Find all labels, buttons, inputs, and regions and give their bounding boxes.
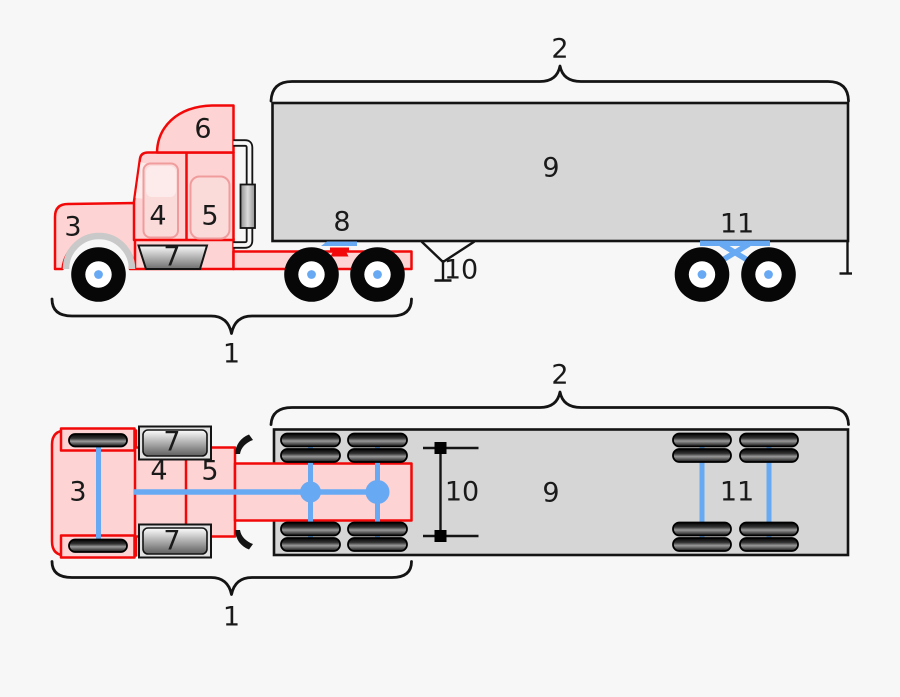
drive-wheel-2 [350,247,405,302]
differential-2 [365,480,390,504]
front-wheel-top-right [68,538,128,553]
fifth-wheel [321,241,357,257]
label-roof-fairing: 6 [194,114,211,145]
label-cab-top: 4 [150,456,167,487]
underride-guard [839,241,852,275]
label-landing-gear: 10 [444,255,478,286]
label-cab: 4 [149,201,166,232]
trailer-length-brace [269,64,850,103]
roof-fairing [155,104,235,154]
label-fifth-wheel: 8 [333,207,350,238]
label-tractor-unit-top: 1 [223,602,240,633]
sleeper-window [189,175,231,240]
label-fuel-tank: 7 [163,242,180,273]
trailer-wheel-2 [741,247,796,302]
top-view: 2 9 10 11 3 [50,360,850,633]
fuel-tank-top-left [138,425,212,461]
label-fuel-tank-top-right: 7 [163,526,180,557]
label-tractor-unit: 1 [223,339,240,370]
fuel-tank-side [137,244,209,270]
label-trailer-axles-top: 11 [720,477,754,508]
exhaust-pipe-top-left [235,434,253,454]
label-trailer-unit: 2 [551,34,568,65]
landing-gear [420,240,476,282]
differential-1 [300,481,321,503]
label-sleeper-top: 5 [201,456,218,487]
label-hood: 3 [64,212,81,243]
trailer-body [271,101,850,243]
axle-track-dimension [423,442,479,542]
drive-wheel-1 [284,247,339,302]
label-trailer-body: 9 [542,153,559,184]
front-wheel-top-left [68,433,128,448]
label-sleeper: 5 [201,201,218,232]
drive-wheels-top [280,432,408,552]
door-window-glare [146,166,176,197]
side-view: 2 9 8 11 10 [50,34,852,370]
trailer-suspension [700,240,770,264]
tractor-length-brace-top [50,560,413,596]
label-fuel-tank-top-left: 7 [163,427,180,458]
label-landing-gear-top: 10 [445,477,479,508]
label-hood-top: 3 [69,477,86,508]
label-trailer-unit-top: 2 [551,360,568,391]
exhaust-pipe-top-right [235,530,253,550]
exhaust-stack [233,139,256,249]
muffler [239,183,256,229]
trailer-tandem-top [672,432,799,552]
fender-trim [62,232,136,270]
trailer-wheel-1 [674,247,730,302]
tractor-length-brace [50,297,413,335]
label-trailer-body-top: 9 [542,478,559,509]
trailer-length-brace-top [269,390,850,426]
label-trailer-axles: 11 [720,209,754,240]
front-wheel [71,247,126,302]
fuel-tank-top-right [138,523,212,559]
